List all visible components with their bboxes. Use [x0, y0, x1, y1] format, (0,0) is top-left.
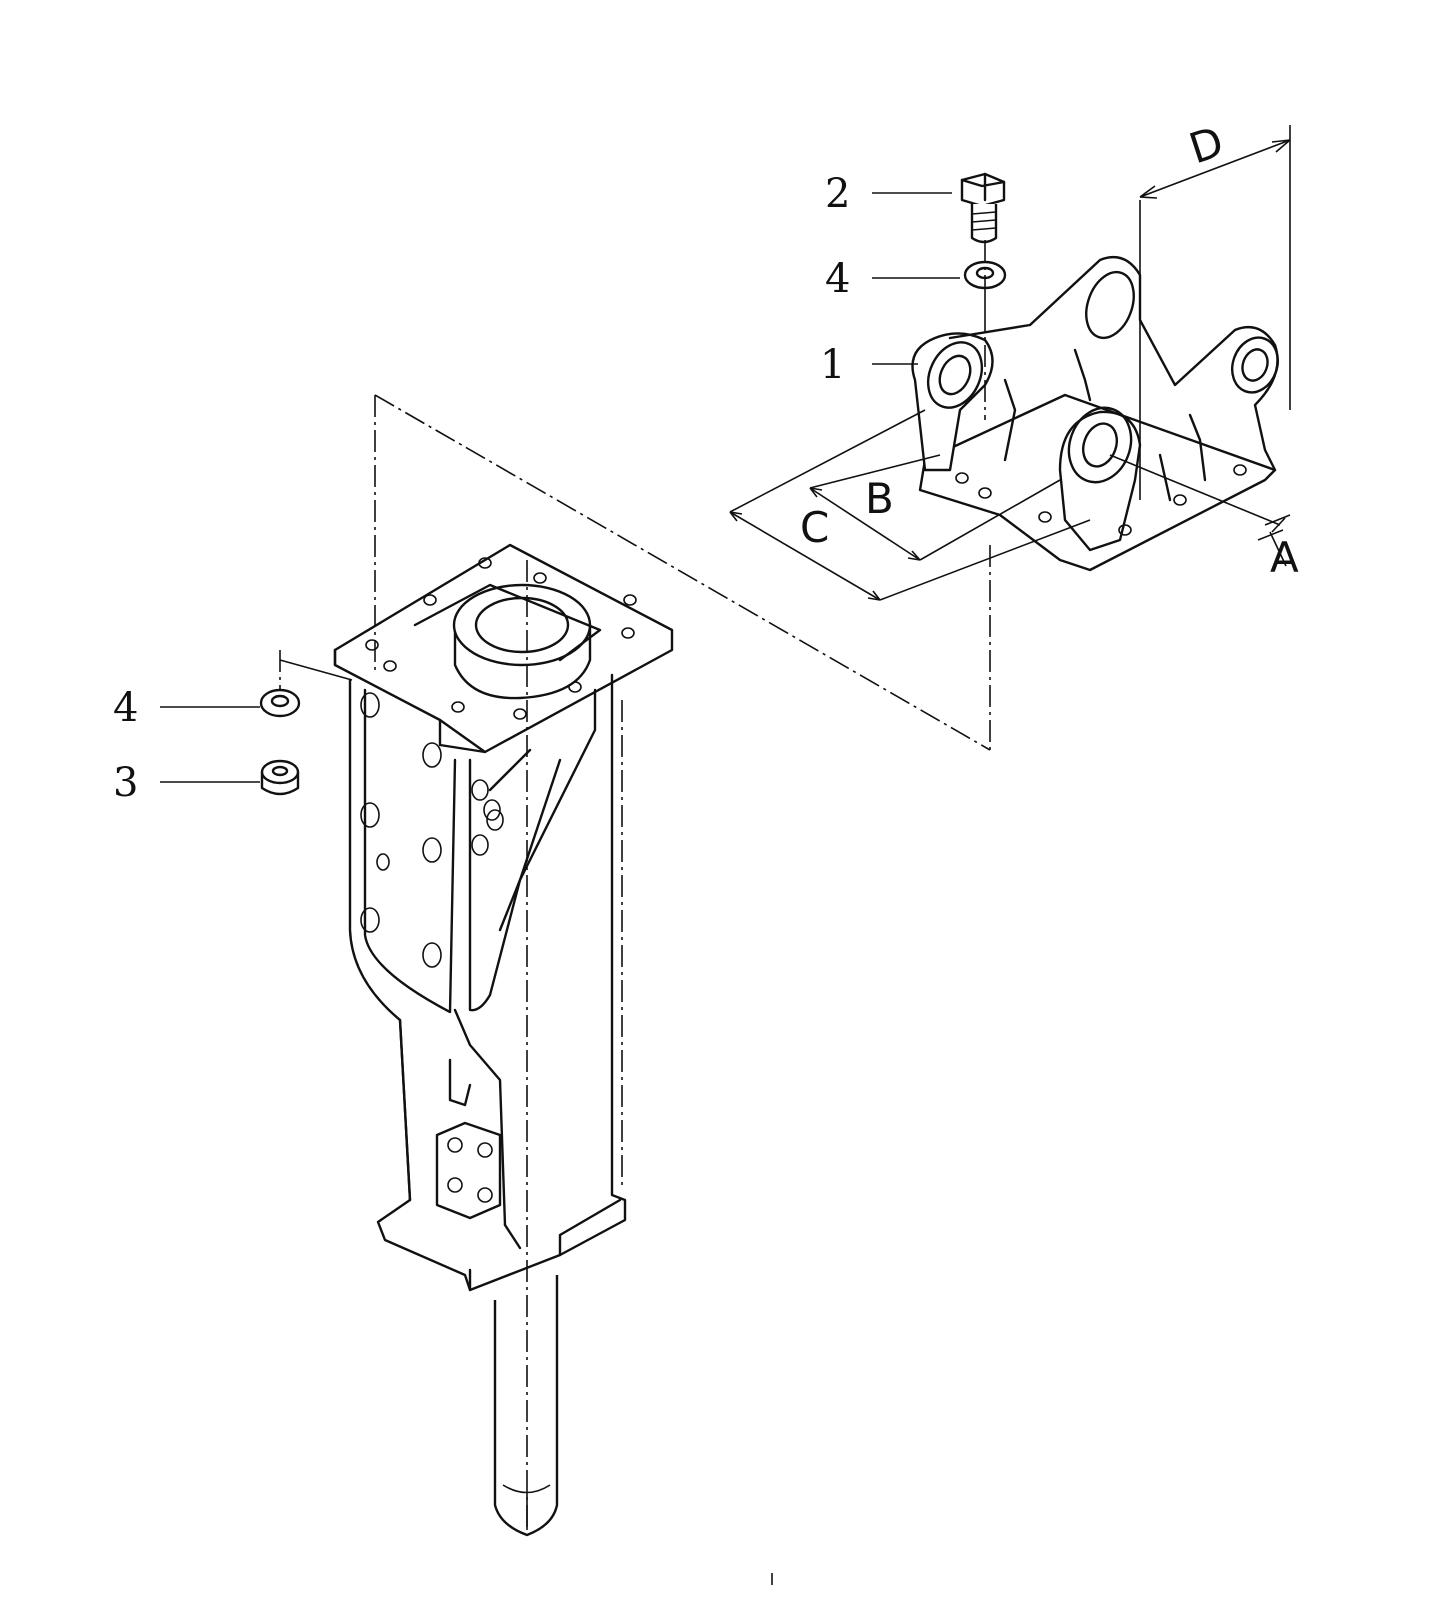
callout-3-label: 3 [113, 760, 138, 806]
mount-alignment-line [374, 394, 991, 751]
breaker-axis [374, 395, 623, 1530]
hydraulic-breaker [333, 543, 674, 1537]
callout-leaders [160, 192, 960, 783]
dimension-lines [729, 125, 1291, 601]
dimension-b-label: B [865, 474, 894, 523]
callout-2-label: 2 [825, 171, 850, 217]
breaker-leader [279, 659, 353, 681]
bolt-part [960, 172, 1006, 244]
dimension-a-label: A [1270, 533, 1299, 582]
washer-left-part [259, 688, 301, 718]
callout-4-top-label: 4 [825, 256, 850, 302]
mounting-bracket [911, 255, 1279, 572]
dimension-d-label: D [1183, 117, 1229, 174]
nut-part [260, 759, 300, 796]
dimension-c-label: C [800, 503, 829, 552]
callout-4-left-label: 4 [113, 685, 138, 731]
callout-1-label: 1 [820, 342, 845, 388]
